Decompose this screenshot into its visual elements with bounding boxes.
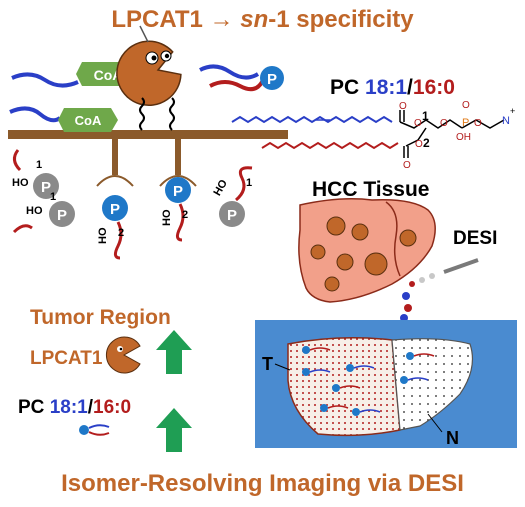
membrane bbox=[8, 130, 288, 187]
pos-label-1b: 1 bbox=[50, 191, 56, 203]
sn1-position: 1 bbox=[422, 109, 429, 123]
phosphate-gray-1: P bbox=[41, 179, 51, 196]
acyl-coa-bottom: CoA bbox=[9, 106, 118, 132]
pc-label: PC 18:1/16:0 bbox=[330, 76, 455, 99]
ho-label-5: HO bbox=[211, 177, 230, 198]
phosphate-blue-1: P bbox=[110, 201, 120, 218]
increase-arrow-1 bbox=[156, 330, 192, 374]
title: LPCAT1 → sn-1 specificity bbox=[111, 6, 414, 33]
coa-label-top: CoA bbox=[94, 67, 123, 83]
ho-label-2: HO bbox=[26, 205, 43, 217]
lpcat1-enzyme bbox=[116, 25, 182, 131]
normal-label: N bbox=[446, 428, 459, 448]
footer: Isomer-Resolving Imaging via DESI bbox=[61, 470, 464, 497]
sn2-position: 2 bbox=[423, 136, 430, 150]
lpcat1-label: LPCAT1 bbox=[30, 348, 103, 369]
pc-structure: O O 1 O O 2 O O P O OH N + bbox=[231, 100, 515, 171]
pos-label-1a: 1 bbox=[36, 159, 42, 171]
carbonyl-o-1: O bbox=[399, 101, 407, 112]
increase-arrow-2 bbox=[156, 408, 192, 452]
legend-lipid-icon bbox=[79, 424, 110, 436]
ho-label-4: HO bbox=[161, 209, 173, 226]
phosphate-o-right: O bbox=[474, 118, 482, 129]
phosphorus-atom: P bbox=[462, 117, 469, 129]
phosphate-label-top: P bbox=[267, 71, 277, 88]
lyso-species: P HO 1 P HO 1 P HO 2 P HO 2 P HO 1 bbox=[12, 149, 253, 260]
desi-label: DESI bbox=[453, 228, 498, 249]
choline-nitrogen: N bbox=[502, 115, 510, 127]
tissue-slide: T N bbox=[255, 320, 517, 448]
phosphate-blue-2: P bbox=[173, 183, 183, 200]
coa-label-bottom: CoA bbox=[75, 113, 102, 128]
ho-label-3: HO bbox=[97, 227, 109, 244]
phosphate-oh: OH bbox=[456, 132, 471, 143]
phosphate-gray-2: P bbox=[57, 207, 67, 224]
ester-o-1: O bbox=[414, 118, 422, 129]
liver-lpcat1-markers bbox=[310, 216, 417, 292]
choline-charge: + bbox=[510, 106, 515, 116]
ester-o-2: O bbox=[415, 139, 423, 150]
lyso-lipid-top: P bbox=[199, 64, 284, 92]
pos-label-2a: 2 bbox=[118, 227, 124, 239]
ho-label-1: HO bbox=[12, 177, 29, 189]
phosphate-gray-3: P bbox=[227, 207, 237, 224]
pc-label-legend: PC 18:1/16:0 bbox=[18, 397, 132, 418]
phosphate-o-top: O bbox=[462, 100, 470, 111]
legend-pacman-icon bbox=[105, 336, 141, 374]
pos-label-1c: 1 bbox=[246, 177, 252, 189]
hcc-tissue-label: HCC Tissue bbox=[312, 178, 430, 201]
pos-label-2b: 2 bbox=[182, 209, 188, 221]
tumor-label: T bbox=[262, 354, 273, 374]
title-italic: sn bbox=[240, 6, 269, 33]
phosphate-o-left: O bbox=[440, 118, 448, 129]
slide-lipids bbox=[302, 346, 435, 416]
tumor-region-label: Tumor Region bbox=[30, 306, 171, 329]
carbonyl-o-2: O bbox=[403, 160, 411, 171]
